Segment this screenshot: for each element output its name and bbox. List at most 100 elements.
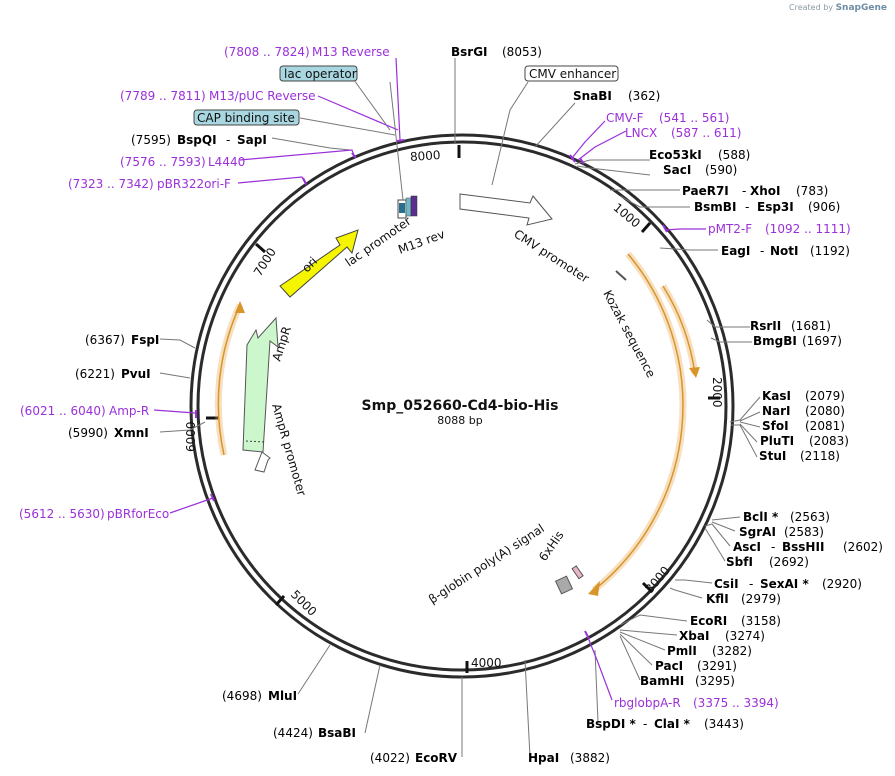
enzyme-bspdi: BspDI * (586, 717, 636, 731)
enzyme-bspdi-sep: - (643, 717, 647, 731)
ori-arrow (279, 229, 359, 298)
leader-lines (159, 58, 761, 758)
primer-rbglobpa-r: rbglobpA-R (614, 696, 681, 710)
tick-marks (206, 145, 720, 673)
lac-operator-label-box (279, 65, 358, 82)
enzyme-sapi: SapI (237, 133, 267, 147)
snapgene-watermark: Created by SnapGene (789, 3, 887, 13)
backbone-inner (196, 140, 728, 672)
enzyme-nari: NarI (762, 404, 791, 418)
tick-label-6000: 6000 (184, 421, 198, 452)
enzyme-noti: NotI (770, 244, 799, 258)
enzyme-mlui-pos: (4698) (222, 689, 262, 703)
enzyme-saci: SacI (663, 163, 691, 177)
primer-markers (195, 139, 668, 640)
enzyme-fspi-pos: (6367) (85, 333, 125, 347)
primer-amp-r: Amp-R (109, 404, 149, 418)
enzyme-bsrgi-pos: (8053) (502, 45, 542, 59)
ampr-arrow (242, 316, 279, 453)
enzyme-sbfi: SbfI (726, 555, 753, 569)
cmv-enhancer-label-box (524, 65, 619, 82)
feature-label-polya: β-globin poly(A) signal (426, 521, 547, 606)
enzyme-sfoi: SfoI (762, 419, 789, 433)
enzyme-noti-pos: (1192) (810, 244, 850, 258)
watermark-created-by: Created by (789, 3, 834, 12)
feature-label-cmv-promoter: CMV promoter (511, 227, 591, 286)
enzyme-pmli: PmlI (667, 644, 697, 658)
primer-m13-reverse-pos: (7808 .. 7824) (224, 45, 310, 59)
m13-rev-box (410, 195, 418, 217)
primer-amp-r-pos: (6021 .. 6040) (20, 404, 106, 418)
enzyme-fspi: FspI (131, 333, 159, 347)
primer-l4440: L4440 (208, 155, 245, 169)
enzyme-bsshii-pos: (2602) (843, 540, 883, 554)
plasmid-length: 8088 bp (437, 414, 482, 427)
enzyme-csii-sep: - (749, 577, 753, 591)
enzyme-bsrgi: BsrGI (451, 45, 488, 59)
cap-site-box (399, 203, 405, 213)
enzyme-bsmbi: BsmBI (694, 200, 736, 214)
enzyme-hpai-pos: (3882) (570, 751, 610, 765)
polya-box (554, 575, 574, 595)
feature-label-ampr-promoter: AmpR promoter (269, 402, 309, 498)
primer-pbr322ori-f-pos: (7323 .. 7342) (68, 177, 154, 191)
primer-pbrforeco: pBRforEco (107, 507, 169, 521)
enzyme-xmni: XmnI (114, 426, 149, 440)
enzyme-bspqi: BspQI (177, 133, 217, 147)
orf-left (217, 304, 241, 456)
tick-label-4000: 4000 (471, 656, 502, 670)
enzyme-bsshii: BssHII (782, 540, 824, 554)
feature-label-lac-operator: lac operator (284, 67, 357, 81)
enzyme-eco53ki-pos: (588) (718, 148, 750, 162)
enzyme-bmgbi-pos: (1697) (802, 334, 842, 348)
orf-secondary (662, 285, 696, 375)
primer-m13puc-reverse: M13/pUC Reverse (209, 89, 316, 103)
enzyme-bspqi-pos: (7595) (131, 133, 171, 147)
enzyme-mlui: MluI (268, 689, 297, 703)
enzyme-pvui-pos: (6221) (75, 367, 115, 381)
enzyme-ecorv-pos: (4022) (370, 751, 410, 765)
enzyme-paci: PacI (655, 659, 683, 673)
feature-label-kozak: Kozak sequence (600, 288, 658, 380)
primer-pmt2-f-pos: (1092 .. 1111) (765, 222, 851, 236)
orf-main (593, 253, 684, 591)
cap-site-label-box (193, 109, 300, 126)
primer-pbrforeco-pos: (5612 .. 5630) (19, 507, 105, 521)
enzyme-ecori: EcoRI (690, 614, 727, 628)
enzyme-clai-pos: (3443) (704, 717, 744, 731)
primer-pbr322ori-f: pBR322ori-F (157, 177, 231, 191)
enzyme-eagi: EagI (721, 244, 750, 258)
enzyme-bsmbi-sep: - (745, 200, 749, 214)
feature-label-cmv-enhancer: CMV enhancer (529, 67, 616, 81)
enzyme-xbai-pos: (3274) (725, 629, 765, 643)
enzyme-paer7i: PaeR7I (682, 184, 729, 198)
tick-label-5000: 5000 (288, 587, 319, 618)
ampr-promoter-arrow (254, 451, 271, 473)
enzyme-bcli: BclI * (743, 510, 779, 524)
enzyme-kasi-pos: (2079) (805, 389, 845, 403)
enzyme-xhoi-pos: (783) (796, 184, 828, 198)
primer-pmt2-f: pMT2-F (708, 222, 752, 236)
enzyme-pvui: PvuI (121, 367, 151, 381)
enzyme-bcli-pos: (2563) (790, 510, 830, 524)
6xhis-box (571, 565, 584, 580)
enzyme-xbai: XbaI (679, 629, 709, 643)
enzyme-snabi: SnaBI (573, 89, 612, 103)
primer-rbglobpa-r-pos: (3375 .. 3394) (693, 696, 779, 710)
primer-l4440-pos: (7576 .. 7593) (120, 155, 206, 169)
tick-label-1000: 1000 (611, 200, 643, 230)
enzyme-stui: StuI (759, 449, 786, 463)
enzyme-kasi: KasI (762, 389, 791, 403)
lac-operator-box (405, 197, 412, 217)
enzyme-ecorv: EcoRV (415, 751, 458, 765)
enzyme-kfli-pos: (2979) (741, 592, 781, 606)
enzyme-sfoi-pos: (2081) (805, 419, 845, 433)
orf-secondary-arrowhead (689, 367, 700, 378)
enzyme-bmgbi: BmgBI (753, 334, 797, 348)
enzyme-hpai: HpaI (528, 751, 559, 765)
plasmid-name: Smp_052660-Cd4-bio-His (362, 398, 559, 414)
enzyme-bsabi-pos: (4424) (273, 726, 313, 740)
enzyme-eco53ki: Eco53kI (649, 148, 702, 162)
primer-m13puc-reverse-pos: (7789 .. 7811) (120, 89, 206, 103)
enzyme-sgrai: SgrAI (739, 525, 776, 539)
